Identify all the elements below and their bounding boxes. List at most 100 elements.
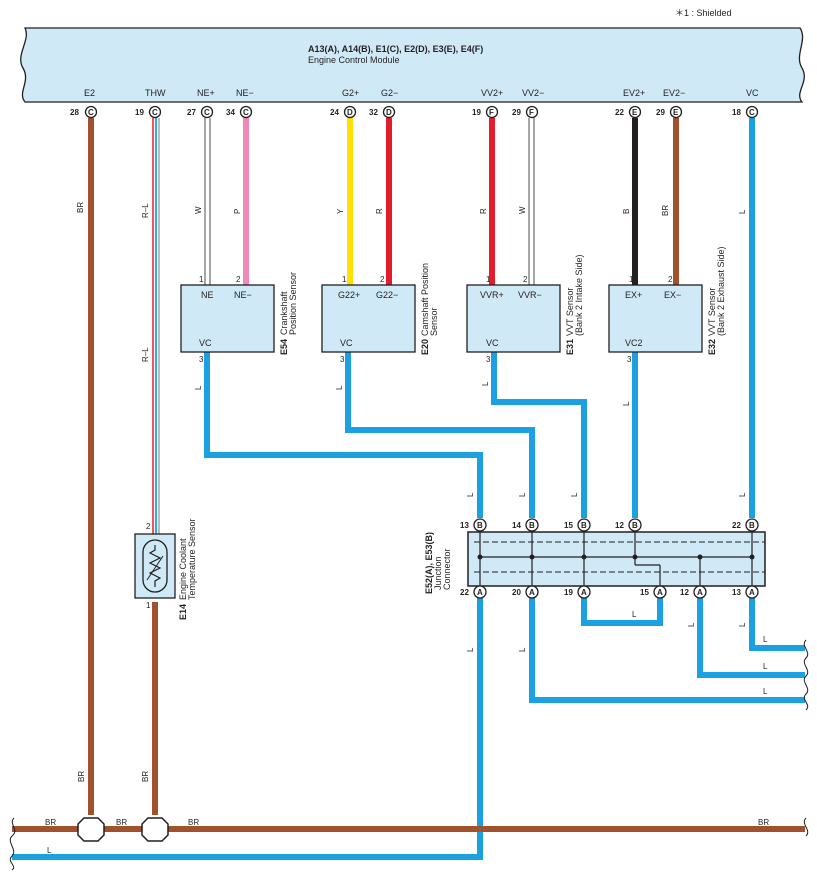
svg-text:VV2−: VV2− bbox=[522, 88, 544, 98]
svg-text:L: L bbox=[738, 209, 747, 214]
sensor-e32: 1 2 EX+ EX− VC2 3 E32 VVT Sensor (Bank 2… bbox=[608, 246, 726, 364]
svg-text:L: L bbox=[632, 610, 637, 619]
svg-text:2: 2 bbox=[380, 275, 385, 284]
ecm-subtitle: Engine Control Module bbox=[308, 55, 400, 65]
wire-ne-plus-w bbox=[204, 118, 211, 285]
svg-text:19: 19 bbox=[472, 108, 481, 117]
svg-text:B: B bbox=[749, 521, 755, 530]
svg-text:D: D bbox=[347, 108, 353, 117]
wire-e54-vc-l bbox=[204, 352, 483, 518]
sensor-e31: 1 2 VVR+ VVR− VC 3 E31 VVT Sensor (Bank … bbox=[466, 254, 584, 364]
svg-text:VVR−: VVR− bbox=[518, 290, 542, 300]
svg-text:L: L bbox=[518, 647, 527, 652]
wire-jc-a12-l bbox=[697, 598, 805, 678]
svg-text:BR: BR bbox=[188, 818, 199, 827]
wire-break-marks bbox=[9, 639, 809, 871]
svg-text:18: 18 bbox=[732, 108, 741, 117]
svg-text:F: F bbox=[489, 108, 494, 117]
svg-text:L: L bbox=[738, 492, 747, 497]
svg-text:E14: E14 bbox=[178, 604, 188, 620]
svg-text:VC: VC bbox=[199, 338, 212, 348]
svg-text:A: A bbox=[749, 588, 755, 597]
svg-text:2: 2 bbox=[146, 522, 151, 531]
wire-labels: BR R–L R–L W P Y R R W B BR L L L L L L … bbox=[45, 202, 769, 855]
svg-text:W: W bbox=[194, 206, 203, 214]
svg-text:A: A bbox=[657, 588, 663, 597]
svg-text:29: 29 bbox=[656, 108, 665, 117]
svg-text:1: 1 bbox=[199, 275, 204, 284]
svg-text:VC: VC bbox=[340, 338, 353, 348]
svg-text:12: 12 bbox=[680, 588, 689, 597]
svg-text:W: W bbox=[518, 206, 527, 214]
svg-text:VVT Sensor: VVT Sensor bbox=[707, 288, 717, 336]
svg-text:BR: BR bbox=[141, 771, 150, 782]
svg-text:E52(A), E53(B): E52(A), E53(B) bbox=[424, 532, 434, 594]
svg-text:32: 32 bbox=[369, 108, 378, 117]
svg-text:L: L bbox=[763, 635, 768, 644]
svg-text:G2+: G2+ bbox=[342, 88, 359, 98]
svg-text:G2−: G2− bbox=[381, 88, 398, 98]
svg-text:EV2−: EV2− bbox=[663, 88, 685, 98]
svg-text:14: 14 bbox=[512, 521, 521, 530]
svg-text:24: 24 bbox=[330, 108, 339, 117]
svg-text:BR: BR bbox=[758, 818, 769, 827]
svg-text:Crankshaft: Crankshaft bbox=[279, 291, 289, 335]
svg-text:22: 22 bbox=[460, 588, 469, 597]
svg-text:Temperature Sensor: Temperature Sensor bbox=[187, 518, 197, 600]
svg-text:Junction: Junction bbox=[433, 556, 443, 590]
svg-text:C: C bbox=[243, 108, 249, 117]
svg-text:(Bank 2 Exhaust Side): (Bank 2 Exhaust Side) bbox=[716, 246, 726, 336]
svg-text:E: E bbox=[673, 108, 679, 117]
splice-e14 bbox=[141, 817, 169, 842]
svg-text:22: 22 bbox=[732, 521, 741, 530]
svg-text:L: L bbox=[481, 381, 490, 386]
svg-text:A: A bbox=[581, 588, 587, 597]
svg-text:B: B bbox=[477, 521, 483, 530]
svg-text:C: C bbox=[152, 108, 158, 117]
svg-text:VVT Sensor: VVT Sensor bbox=[565, 288, 575, 336]
svg-text:NE+: NE+ bbox=[197, 88, 215, 98]
svg-text:G22+: G22+ bbox=[338, 290, 360, 300]
svg-text:(Bank 2 Intake Side): (Bank 2 Intake Side) bbox=[574, 254, 584, 336]
svg-text:B: B bbox=[529, 521, 535, 530]
wire-thw-rl bbox=[152, 118, 160, 534]
junction-top-pins: B 13 B 14 B 15 B 12 B 22 bbox=[460, 518, 759, 532]
svg-text:F: F bbox=[529, 108, 534, 117]
svg-text:3: 3 bbox=[199, 355, 204, 364]
svg-text:VC: VC bbox=[486, 338, 499, 348]
svg-text:NE−: NE− bbox=[234, 290, 252, 300]
svg-text:19: 19 bbox=[564, 588, 573, 597]
svg-text:E32: E32 bbox=[707, 339, 717, 355]
svg-text:L: L bbox=[47, 846, 52, 855]
svg-text:VC2: VC2 bbox=[625, 338, 643, 348]
svg-text:Connector: Connector bbox=[442, 548, 452, 590]
svg-text:L: L bbox=[466, 647, 475, 652]
svg-text:Engine Coolant: Engine Coolant bbox=[178, 538, 188, 600]
wire-e31-vc-l bbox=[491, 352, 587, 518]
svg-text:BR: BR bbox=[45, 818, 56, 827]
svg-text:22: 22 bbox=[615, 108, 624, 117]
svg-text:2: 2 bbox=[523, 275, 528, 284]
svg-text:28: 28 bbox=[70, 108, 79, 117]
svg-text:L: L bbox=[763, 662, 768, 671]
svg-text:C: C bbox=[749, 108, 755, 117]
svg-text:1: 1 bbox=[146, 601, 151, 610]
svg-text:EX−: EX− bbox=[664, 290, 681, 300]
svg-text:3: 3 bbox=[627, 355, 632, 364]
shielded-note: ＊1 : Shielded bbox=[675, 8, 732, 18]
svg-text:15: 15 bbox=[564, 521, 573, 530]
svg-text:R: R bbox=[375, 208, 384, 214]
wire-jc-a19-a15-l bbox=[581, 598, 663, 626]
svg-text:C: C bbox=[204, 108, 210, 117]
svg-text:BR: BR bbox=[661, 205, 670, 216]
svg-text:E54: E54 bbox=[279, 339, 289, 355]
thermistor-icon bbox=[148, 545, 162, 587]
svg-text:D: D bbox=[386, 108, 392, 117]
wire-e20-vc-l bbox=[345, 352, 535, 518]
svg-text:B: B bbox=[632, 521, 638, 530]
svg-text:THW: THW bbox=[145, 88, 166, 98]
svg-text:NE−: NE− bbox=[236, 88, 254, 98]
ecm-pins: C 28 C 19 C 27 C 34 D 24 D 32 F 19 F 29 … bbox=[70, 105, 759, 119]
svg-text:BR: BR bbox=[77, 771, 86, 782]
svg-text:1: 1 bbox=[486, 275, 491, 284]
